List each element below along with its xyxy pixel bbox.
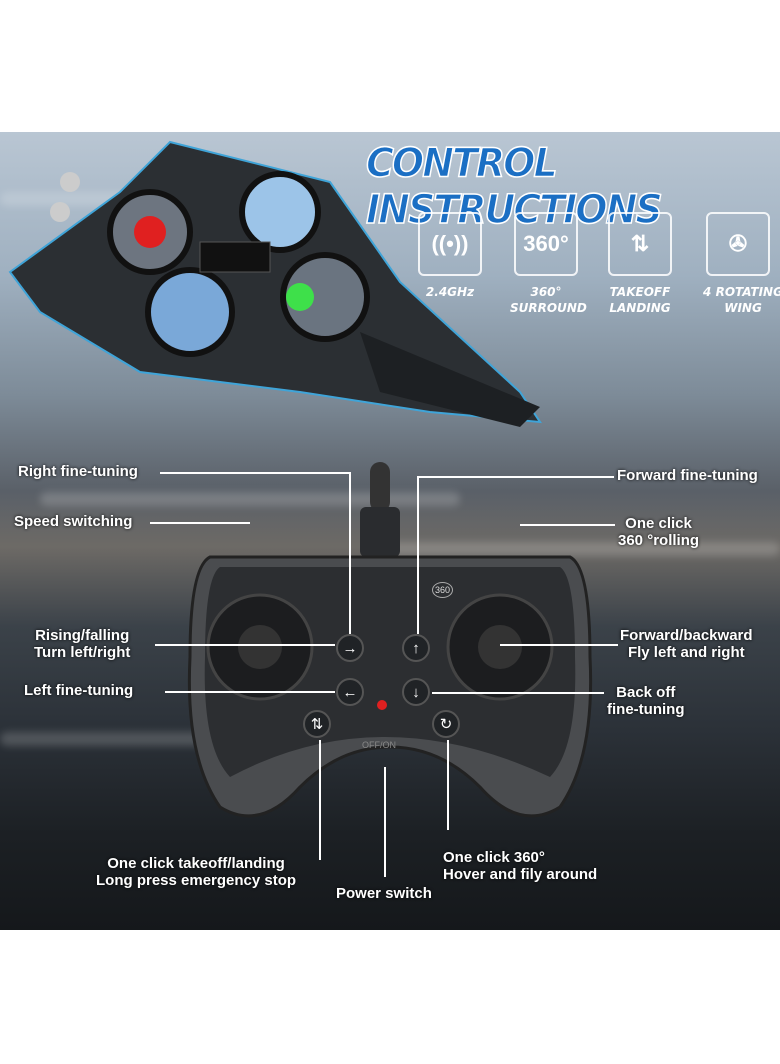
label-one-click-rolling: One click 360 °rolling [618,515,700,549]
label-power-switch: Power switch [336,885,432,902]
leader-line [520,524,615,526]
feature-takeoff-landing: ⇅ TAKEOFF LANDING [604,212,676,316]
label-takeoff-landing: One click takeoff/landing Long press eme… [96,855,297,889]
takeoff-landing-icon: ⇅ [608,212,672,276]
leader-line [500,644,618,646]
feature-2-4ghz: ((•)) 2.4GHz [414,212,486,300]
label-forward-backward: Forward/backward Fly left and right [620,627,753,661]
leader-line [349,472,351,634]
feature-caption: 2.4GHz [425,285,475,299]
propeller-icon: ✇ [706,212,770,276]
takeoff-landing-button[interactable]: ⇅ [303,710,331,738]
feature-rotating-wing: ✇ 4 ROTATING WING [698,212,780,316]
rotate-360-icon: 360° [514,212,578,276]
label-rising-falling: Rising/falling Turn left/right [34,627,131,661]
label-right-fine-tuning: Right fine-tuning [18,463,138,480]
roll-360-badge: 360 [432,582,454,598]
leader-line [319,740,321,860]
feature-caption: TAKEOFF LANDING [609,285,671,315]
right-trim-button[interactable]: → [336,634,364,662]
label-speed-switching: Speed switching [14,513,133,530]
leader-line [432,692,604,694]
feature-caption: 4 ROTATING WING [703,285,780,315]
label-hover: One click 360° Hover and fily around [443,849,598,883]
drone-plane-image [8,140,542,427]
leader-line [384,767,386,877]
leader-line [155,644,335,646]
hover-360-button[interactable]: ↻ [432,710,460,738]
leader-line [447,740,449,830]
label-forward-fine-tuning: Forward fine-tuning [617,467,758,484]
forward-trim-button[interactable]: ↑ [402,634,430,662]
motion-streak [380,542,780,556]
leader-line [165,691,335,693]
leader-line [418,476,614,478]
motion-streak [40,492,460,506]
feature-caption: 360° SURROUND [510,285,587,315]
left-trim-button[interactable]: ← [336,678,364,706]
power-label: OFF/ON [362,740,396,750]
leader-line [150,522,250,524]
feature-360-surround: 360° 360° SURROUND [510,212,587,316]
leader-line [417,476,419,634]
product-image: CONTROL INSTRUCTIONS ((•)) 2.4GHz 360° 3… [0,132,780,930]
leader-line [160,472,350,474]
remote-controller [187,462,593,818]
motion-streak [0,732,220,746]
label-left-fine-tuning: Left fine-tuning [24,682,134,699]
label-back-off: Back off fine-tuning [607,684,685,718]
back-trim-button[interactable]: ↓ [402,678,430,706]
wireless-signal-icon: ((•)) [418,212,482,276]
